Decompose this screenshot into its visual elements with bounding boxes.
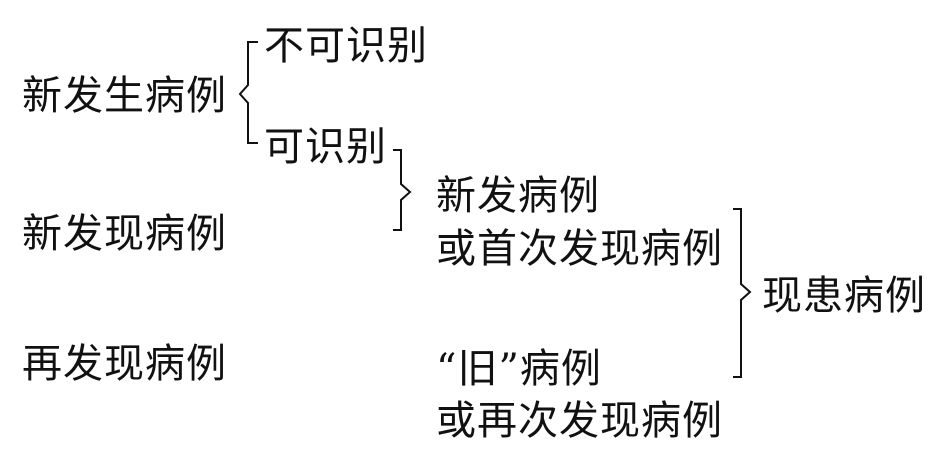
join-brace-prevalent xyxy=(733,208,752,378)
label-identifiable: 可识别 xyxy=(264,124,387,170)
label-newly-found-cases: 新发现病例 xyxy=(22,211,227,257)
label-or-refound-cases: 或再次发现病例 xyxy=(436,398,723,444)
label-refound-cases: 再发现病例 xyxy=(22,341,227,387)
label-or-first-found-cases: 或首次发现病例 xyxy=(436,226,723,272)
label-incident-cases: 新发病例 xyxy=(436,173,600,219)
label-prevalent-cases: 现患病例 xyxy=(762,273,926,319)
split-brace xyxy=(238,41,258,144)
label-new-occurrence-cases: 新发生病例 xyxy=(22,73,227,119)
label-unidentifiable: 不可识别 xyxy=(264,23,428,69)
label-old-cases: “旧”病例 xyxy=(436,346,602,392)
join-brace-new xyxy=(393,149,412,231)
